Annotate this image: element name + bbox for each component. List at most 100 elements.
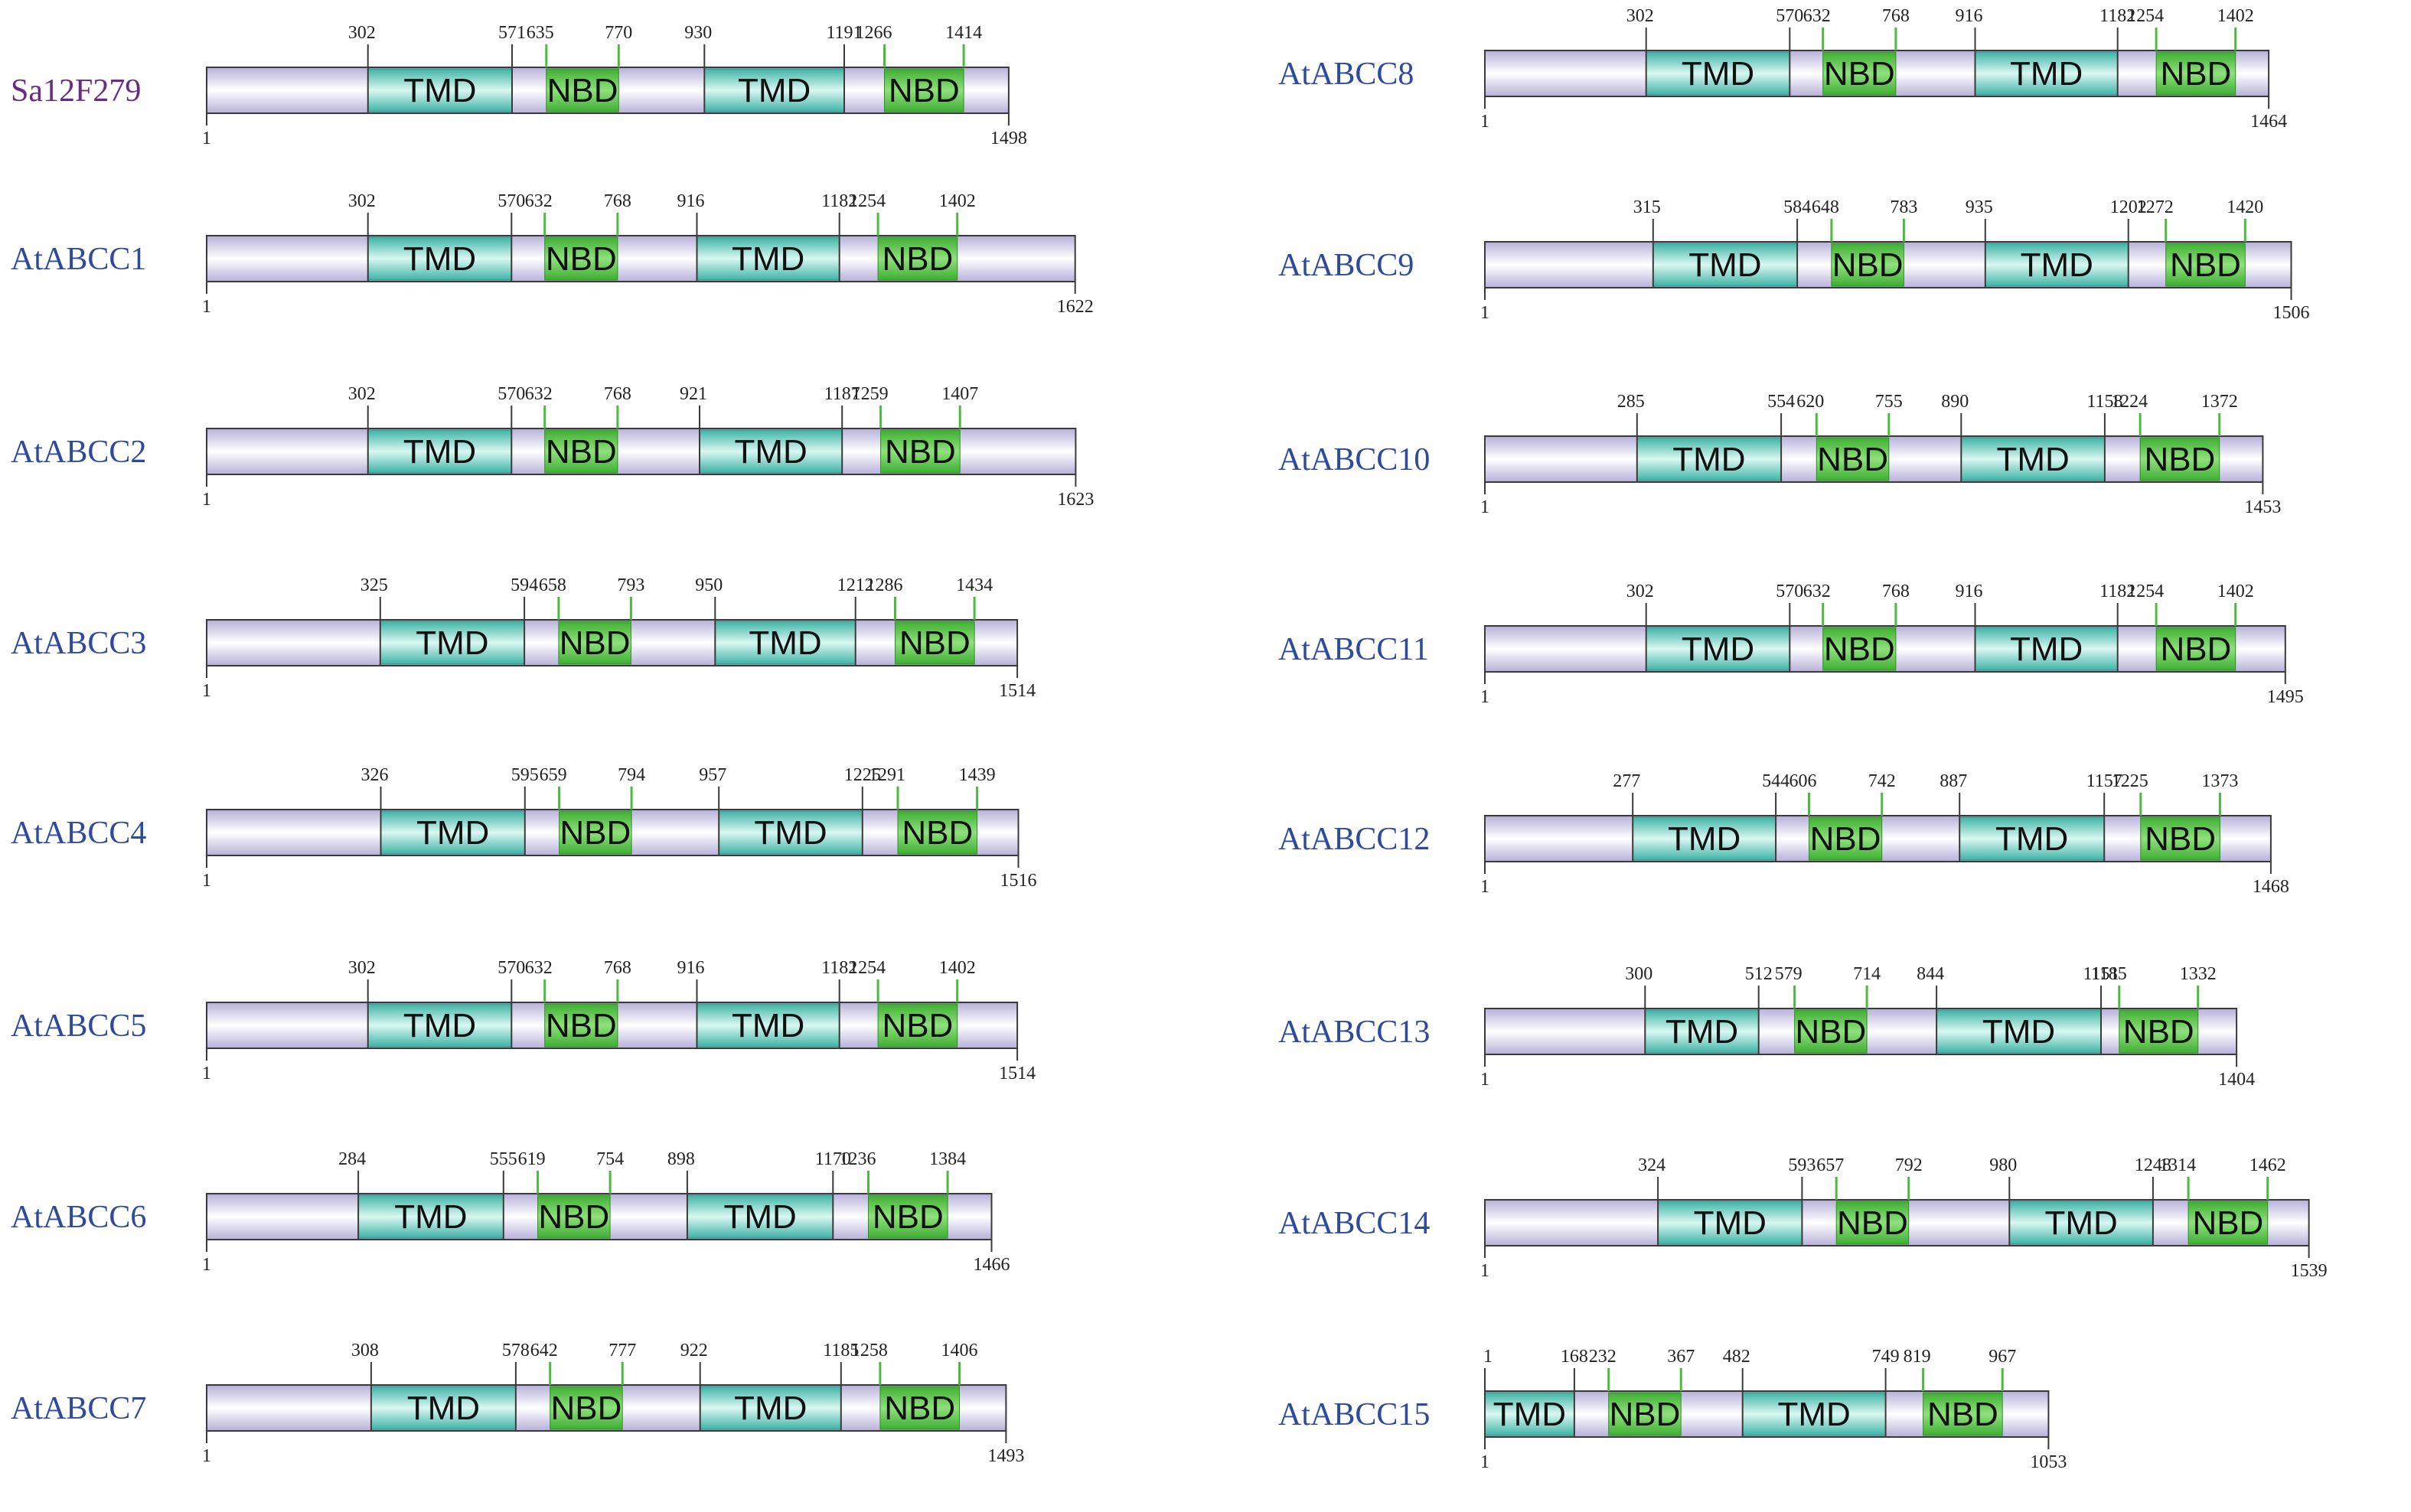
position-number: 754: [596, 1149, 624, 1169]
protein-name: Sa12F279: [11, 73, 141, 109]
position-number: 755: [1875, 392, 1903, 412]
nbd-domain: [1831, 243, 1904, 287]
tmd-domain: [1484, 1392, 1575, 1436]
position-number: 1434: [956, 575, 993, 595]
nbd-domain: [877, 1003, 958, 1048]
length-position: 1506: [2273, 303, 2310, 323]
nbd-domain: [544, 429, 618, 474]
tmd-label: TMD: [749, 624, 821, 662]
nbd-label: NBD: [1824, 631, 1895, 668]
tmd-label: TMD: [1682, 631, 1754, 668]
position-number: 1286: [866, 575, 903, 595]
start-position: 1: [202, 1255, 211, 1275]
position-number: 284: [338, 1149, 366, 1169]
protein-name: AtABCC3: [11, 626, 146, 661]
tmd-domain: [367, 236, 512, 281]
position-number: 1402: [2217, 6, 2254, 26]
nbd-domain: [1816, 437, 1890, 481]
nbd-label: NBD: [1824, 55, 1895, 93]
tmd-label: TMD: [734, 1390, 807, 1427]
tmd-label: TMD: [1995, 820, 2068, 858]
tmd-domain: [699, 429, 843, 474]
length-position: 1514: [999, 681, 1036, 701]
nbd-label: NBD: [1810, 820, 1881, 858]
tmd-domain: [697, 1003, 840, 1048]
position-number: 742: [1868, 771, 1896, 791]
tmd-domain: [1985, 243, 2129, 287]
nbd-label: NBD: [882, 1007, 953, 1044]
position-number: 571: [498, 23, 526, 43]
position-number: 1212: [837, 575, 874, 595]
nbd-label: NBD: [546, 240, 617, 278]
position-number: 1254: [849, 958, 886, 978]
position-number: 570: [498, 958, 525, 978]
length-position: 1516: [1000, 871, 1037, 891]
start-position: 1: [1480, 1261, 1489, 1281]
nbd-domain: [2119, 1009, 2199, 1054]
position-number: 302: [348, 23, 376, 43]
start-position: 1: [1480, 1452, 1489, 1472]
start-position: 1: [1480, 687, 1489, 707]
nbd-label: NBD: [546, 433, 617, 471]
start-position: 1: [202, 681, 211, 701]
position-number: 302: [348, 384, 376, 404]
position-number: 544: [1762, 771, 1789, 791]
length-position: 1493: [987, 1446, 1024, 1466]
start-position: 1: [1480, 112, 1489, 132]
position-number: 642: [530, 1341, 558, 1360]
position-number: 1158: [2086, 392, 2122, 412]
tmd-domain: [367, 1003, 512, 1048]
position-number: 1259: [852, 384, 889, 404]
tmd-domain: [1632, 816, 1776, 861]
nbd-label: NBD: [873, 1198, 944, 1236]
position-number: 606: [1789, 771, 1817, 791]
tmd-label: TMD: [734, 433, 807, 471]
position-number: 302: [1626, 582, 1654, 601]
protein-name: AtABCC8: [1278, 57, 1414, 92]
nbd-label: NBD: [547, 72, 618, 109]
position-number: 659: [540, 765, 567, 785]
nbd-domain: [897, 810, 978, 855]
nbd-domain: [546, 68, 619, 112]
start-position: 1: [202, 129, 211, 148]
nbd-domain: [2155, 627, 2236, 671]
nbd-label: NBD: [902, 814, 973, 852]
start-position: 1: [202, 1446, 211, 1466]
start-position: 1: [1480, 877, 1489, 897]
tmd-domain: [380, 810, 526, 855]
protein-name: AtABCC6: [11, 1200, 146, 1235]
position-number: 1182: [821, 191, 857, 211]
position-number: 635: [527, 23, 554, 43]
tmd-label: TMD: [732, 1007, 804, 1044]
position-number: 570: [1776, 6, 1803, 26]
position-number: 1414: [945, 23, 982, 43]
position-number: 921: [680, 384, 707, 404]
position-number: 578: [502, 1341, 530, 1360]
start-position: 1: [1480, 303, 1489, 323]
position-number: 595: [511, 765, 539, 785]
nbd-domain: [884, 68, 964, 112]
tmd-domain: [1936, 1009, 2102, 1054]
position-number: 967: [1989, 1347, 2016, 1367]
position-number: 584: [1783, 197, 1811, 217]
position-number: 714: [1853, 964, 1881, 984]
position-number: 1254: [2127, 6, 2164, 26]
position-number: 1182: [2099, 582, 2135, 601]
tmd-label: TMD: [416, 624, 488, 662]
position-number: 315: [1633, 197, 1661, 217]
tmd-domain: [367, 68, 513, 112]
position-number: 168: [1561, 1347, 1588, 1367]
position-number: 658: [539, 575, 566, 595]
nbd-domain: [2140, 816, 2220, 861]
nbd-domain: [2155, 51, 2236, 96]
tmd-label: TMD: [1682, 55, 1754, 93]
position-number: 783: [1890, 197, 1917, 217]
position-number: 1225: [2112, 771, 2148, 791]
position-number: 1185: [2091, 964, 2127, 984]
